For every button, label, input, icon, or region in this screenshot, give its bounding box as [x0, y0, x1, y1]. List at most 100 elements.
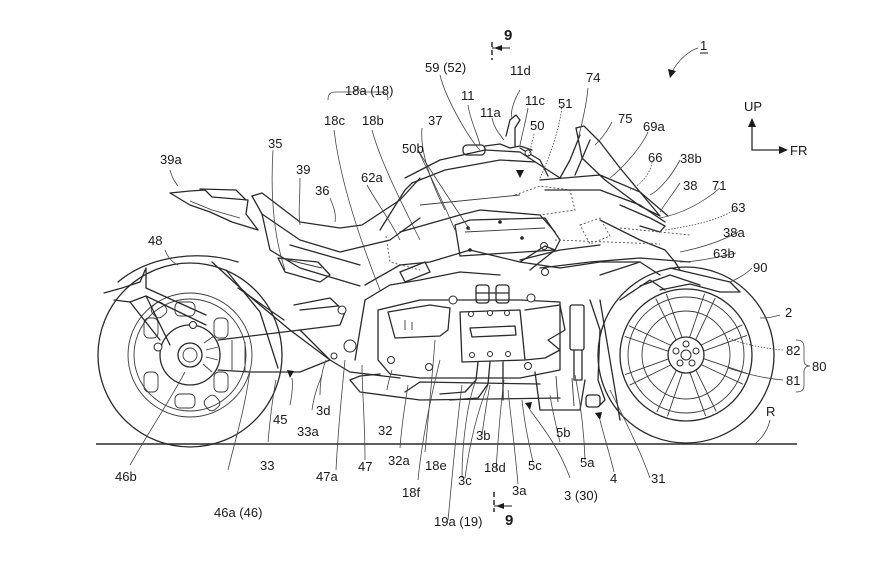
label-5b: 5b: [556, 425, 570, 440]
label-5c: 5c: [528, 458, 542, 473]
label-18c: 18c: [324, 113, 345, 128]
front-wheel-spokes: [624, 293, 748, 417]
leader-lines: [129, 74, 811, 521]
label-48: 48: [148, 233, 162, 248]
label-3b: 3b: [476, 428, 490, 443]
tail-cowl: [169, 189, 259, 231]
spoke: [628, 325, 671, 346]
label-32a: 32a: [388, 453, 410, 468]
axis-forward-label: FR: [790, 143, 807, 158]
windscreen: [575, 125, 661, 217]
label-18d: 18d: [484, 460, 506, 475]
label-33a: 33a: [297, 424, 319, 439]
spoke: [700, 324, 743, 346]
label-38a: 38a: [723, 225, 745, 240]
section-label-bottom: 9: [505, 512, 513, 529]
rear-frame-cover: [211, 261, 401, 379]
label-59-52: 59 (52): [425, 60, 466, 75]
label-69a: 69a: [643, 119, 665, 134]
main-frame: [354, 245, 666, 361]
label-37: 37: [428, 113, 442, 128]
swing-arm: [217, 329, 331, 373]
label-33: 33: [260, 458, 274, 473]
label-4: 4: [610, 471, 617, 486]
label-62a: 62a: [361, 170, 383, 185]
label-39: 39: [296, 162, 310, 177]
label-11: 11: [461, 88, 475, 103]
label-38: 38: [683, 178, 697, 193]
front-suspension: [569, 299, 621, 421]
figure-reference: 1: [668, 38, 708, 78]
spoke: [629, 364, 672, 386]
reference-labels: 59 (52) 11d 11 11a 11c 50 51 74 75 69a 6…: [115, 60, 826, 529]
label-11d: 11d: [510, 63, 531, 78]
exhaust: [349, 361, 586, 411]
label-35: 35: [268, 136, 282, 151]
tail-bracket: [103, 267, 207, 352]
label-90: 90: [753, 260, 767, 275]
engine: [377, 284, 566, 379]
label-45: 45: [273, 412, 287, 427]
spoke: [667, 372, 683, 417]
label-75: 75: [618, 111, 632, 126]
label-50: 50: [530, 118, 544, 133]
spoke: [624, 358, 669, 376]
label-63: 63: [731, 200, 745, 215]
rear-fender: [117, 255, 239, 283]
spoke: [656, 370, 677, 413]
axis-up-label: UP: [744, 99, 762, 114]
spoke: [695, 297, 716, 340]
label-38b: 38b: [680, 151, 702, 166]
spoke: [701, 364, 744, 385]
label-18e: 18e: [425, 458, 447, 473]
rear-wheel: [97, 262, 283, 448]
label-18a-18: 18a (18): [345, 83, 393, 98]
spoke: [665, 293, 683, 338]
label-63b: 63b: [713, 246, 735, 261]
front-fender: [659, 267, 741, 293]
label-18b: 18b: [362, 113, 384, 128]
label-32: 32: [378, 423, 392, 438]
label-46a-46: 46a (46): [214, 505, 262, 520]
spoke: [689, 372, 707, 417]
label-50b: 50b: [402, 141, 424, 156]
label-81: 81: [786, 373, 800, 388]
label-31: 31: [651, 471, 665, 486]
label-3-30: 3 (30): [564, 488, 598, 503]
label-66: 66: [648, 150, 662, 165]
label-47a: 47a: [316, 469, 338, 484]
spoke: [624, 336, 669, 352]
label-3a: 3a: [512, 483, 527, 498]
label-3d: 3d: [316, 403, 330, 418]
figure-number: 1: [700, 38, 707, 53]
section-mark-top: 9: [491, 27, 512, 60]
label-46b: 46b: [115, 469, 137, 484]
label-11c: 11c: [525, 93, 545, 108]
section-label-top: 9: [504, 27, 512, 44]
label-2: 2: [785, 305, 792, 320]
label-11a: 11a: [480, 105, 501, 120]
label-36: 36: [315, 183, 329, 198]
rear-wheel-cutouts: [143, 301, 229, 412]
label-3c: 3c: [458, 473, 472, 488]
label-R: R: [766, 404, 775, 419]
label-5a: 5a: [580, 455, 595, 470]
label-82: 82: [786, 343, 800, 358]
label-19a-19: 19a (19): [434, 514, 482, 529]
label-39a: 39a: [160, 152, 182, 167]
section-mark-bottom: 9: [493, 492, 513, 529]
spoke: [655, 298, 677, 341]
label-80: 80: [812, 359, 826, 374]
spoke: [695, 369, 717, 412]
handlebar: [462, 114, 549, 177]
label-74: 74: [586, 70, 600, 85]
seat: [251, 177, 421, 229]
spoke: [689, 293, 705, 338]
direction-indicator: UP FR: [744, 99, 807, 158]
front-fairing: [519, 125, 741, 293]
spoke: [703, 334, 748, 352]
spoke: [703, 358, 748, 374]
label-51: 51: [558, 96, 572, 111]
front-wheel: [597, 266, 775, 444]
